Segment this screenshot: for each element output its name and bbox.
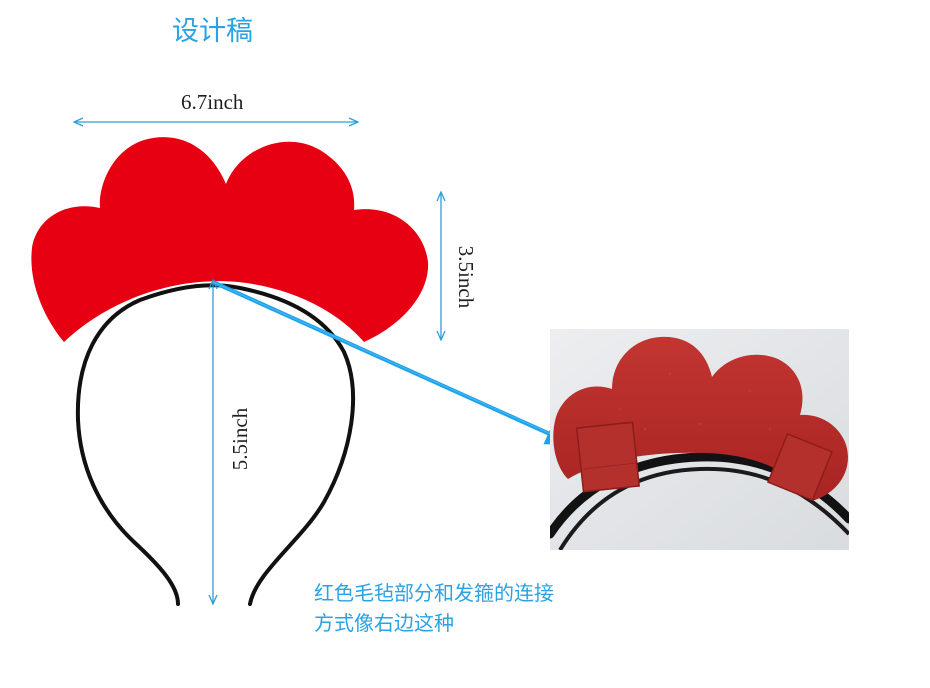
photo-felt <box>553 336 848 501</box>
photo-connector-left <box>575 421 641 493</box>
headband-wire <box>75 283 355 606</box>
page-title: 设计稿 <box>172 16 253 47</box>
photo-connector-right <box>767 432 833 502</box>
caption: 红色毛毡部分和发箍的连接 方式像右边这种 <box>314 578 554 638</box>
width-label: 6.7inch <box>181 90 244 114</box>
caption-line-1: 红色毛毡部分和发箍的连接 <box>314 581 554 605</box>
reference-photo <box>550 329 849 550</box>
depth-label: 3.5inch <box>454 245 478 309</box>
caption-line-2: 方式像右边这种 <box>314 611 454 635</box>
height-label: 5.5inch <box>228 407 252 471</box>
red-felt-shape <box>31 137 429 342</box>
